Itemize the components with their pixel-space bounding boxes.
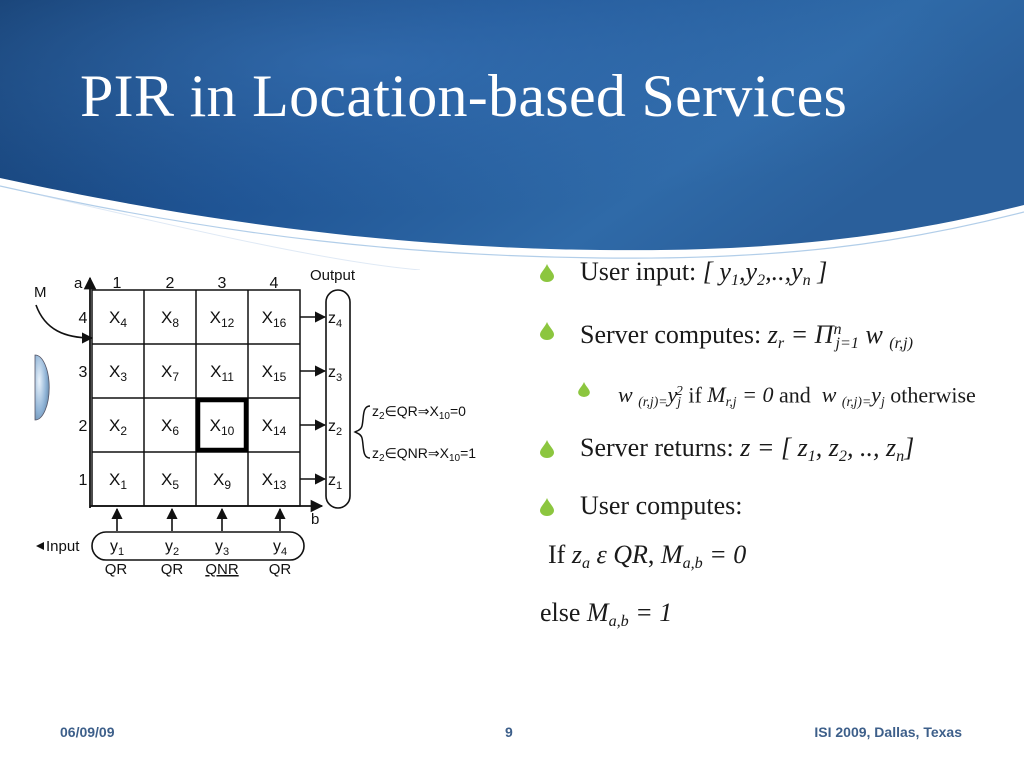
drop-bullet-icon: [540, 264, 554, 282]
grid-cells: X4 X8 X12 X16 X3 X7 X11 X15 X2 X6 X10 X1…: [109, 308, 287, 492]
footer-date: 06/09/09: [60, 724, 115, 740]
annotation-qnr: z2∈QNR⇒X10=1: [372, 445, 476, 464]
grid-cell: X14: [262, 416, 287, 438]
output-capsule: [325, 289, 351, 509]
grid-cell: X9: [213, 470, 231, 492]
grid-cell: X6: [161, 416, 179, 438]
bullet-list: User input: [ y1,y2,..,yn ] Server compu…: [540, 256, 1010, 655]
col-label: 2: [166, 275, 175, 292]
line-if-condition: If za ε QR, Ma,b = 0: [548, 539, 747, 572]
annotation-qr: z2∈QR⇒X10=0: [372, 403, 466, 422]
output-value: z1: [328, 472, 342, 492]
col-label: 1: [113, 275, 122, 292]
input-values: y1 y2 y3 y4: [110, 538, 287, 558]
grid-cell: X13: [262, 470, 287, 492]
output-label: Output: [310, 267, 356, 284]
grid-cell: X7: [161, 362, 179, 384]
word-if: If: [548, 539, 566, 569]
drop-bullet-icon: [540, 440, 554, 459]
drop-bullet-icon: [578, 381, 590, 397]
formula-m-ab-one: Ma,b = 1: [586, 597, 673, 630]
formula-server-returns: z = [ z1, z2, .., zn]: [740, 433, 915, 465]
input-label: Input: [46, 538, 80, 555]
formula-weight-square: w (r,j)=yj2: [618, 382, 683, 410]
input-value: y2: [165, 538, 179, 558]
word-else: else: [540, 597, 581, 627]
bullet-user-input: User input: [ y1,y2,..,yn ]: [540, 256, 1010, 297]
footer-event: ISI 2009, Dallas, Texas: [814, 724, 962, 740]
drop-bullet-icon: [540, 321, 554, 340]
pir-grid-diagram: M a b 1 2 3 4 4 3 2 1 X4 X8 X12 X16 X3 X…: [34, 267, 476, 578]
sub-bullet-weight-rule: w (r,j)=yj2 if Mr,j = 0 and w (r,j)=yj o…: [578, 377, 1010, 416]
grid-cell-highlighted: X10: [210, 416, 235, 438]
footer-page-number: 9: [505, 724, 513, 740]
annotation-brace: [353, 405, 371, 459]
input-pointer-arrow: [36, 542, 44, 550]
grid-cell: X16: [262, 308, 287, 330]
highlighted-cell: [195, 397, 249, 453]
formula-if-condition: za ε QR: [571, 539, 648, 572]
drop-bullet-icon: [540, 497, 554, 516]
grid-cell: X15: [262, 362, 287, 384]
grid-cell: X12: [210, 308, 235, 330]
line-else-condition: else Ma,b = 1: [540, 597, 1010, 638]
grid-cell: X2: [109, 416, 127, 438]
grid-cell: X4: [109, 308, 127, 330]
row-label: 1: [79, 472, 88, 489]
residue-label: QR: [161, 561, 184, 578]
grid-cell: X3: [109, 362, 127, 384]
row-label: 3: [79, 364, 88, 381]
matrix-pointer-arrow: [35, 304, 94, 344]
row-label: 2: [79, 418, 88, 435]
axis-a-label: a: [74, 275, 83, 292]
slide-title: PIR in Location-based Services: [80, 63, 848, 129]
globe-icon: [34, 354, 50, 421]
residue-label: QR: [269, 561, 292, 578]
axis-b-label: b: [311, 511, 319, 528]
bullet-label: User computes:: [580, 490, 743, 520]
grid-cell: X8: [161, 308, 179, 330]
word-otherwise: otherwise: [890, 382, 976, 408]
formula-user-input: [ y1,y2,..,yn ]: [702, 257, 828, 289]
grid-cell: X11: [210, 362, 234, 384]
bullet-label: Server returns:: [580, 433, 734, 463]
col-label: 3: [218, 275, 227, 292]
formula-m-zero: Mr,j = 0: [707, 382, 774, 410]
header-band: [0, 0, 1024, 270]
residue-label-qnr: QNR: [205, 561, 239, 578]
matrix-label-m: M: [34, 284, 47, 301]
input-capsule: [91, 531, 305, 561]
row-label: 4: [79, 310, 88, 327]
output-value: z3: [328, 364, 342, 384]
residue-labels: QR QR QNR QR: [105, 561, 292, 578]
output-arrows: [300, 311, 327, 485]
bullet-user-computes: User computes:: [540, 490, 1010, 522]
grid-cell: X1: [109, 470, 127, 492]
bullet-label: Server computes:: [580, 319, 762, 349]
row-labels: 4 3 2 1: [79, 310, 88, 489]
word-if: if: [688, 382, 702, 408]
input-value: y4: [273, 538, 287, 558]
input-value: y3: [215, 538, 229, 558]
bullet-server-returns: Server returns: z = [ z1, z2, .., zn]: [540, 432, 1010, 473]
bullet-label: User input:: [580, 257, 697, 286]
residue-label: QR: [105, 561, 128, 578]
output-value: z2: [328, 418, 342, 438]
output-value: z4: [328, 310, 342, 330]
formula-weight-plain: w (r,j)=yj: [816, 382, 885, 410]
grid-cell: X5: [161, 470, 179, 492]
formula-server-computes: zr = Πnj=1 w (r,j): [767, 319, 913, 352]
bullet-server-computes: Server computes: zr = Πnj=1 w (r,j): [540, 314, 1010, 360]
formula-m-ab-zero: Ma,b = 0: [660, 539, 747, 572]
input-arrows: [111, 507, 286, 531]
word-and: and: [778, 382, 811, 408]
annotations: z2∈QR⇒X10=0 z2∈QNR⇒X10=1: [372, 403, 476, 464]
input-value: y1: [110, 538, 124, 558]
output-values: z4 z3 z2 z1: [328, 310, 342, 492]
column-labels: 1 2 3 4: [113, 275, 279, 292]
col-label: 4: [270, 275, 279, 292]
